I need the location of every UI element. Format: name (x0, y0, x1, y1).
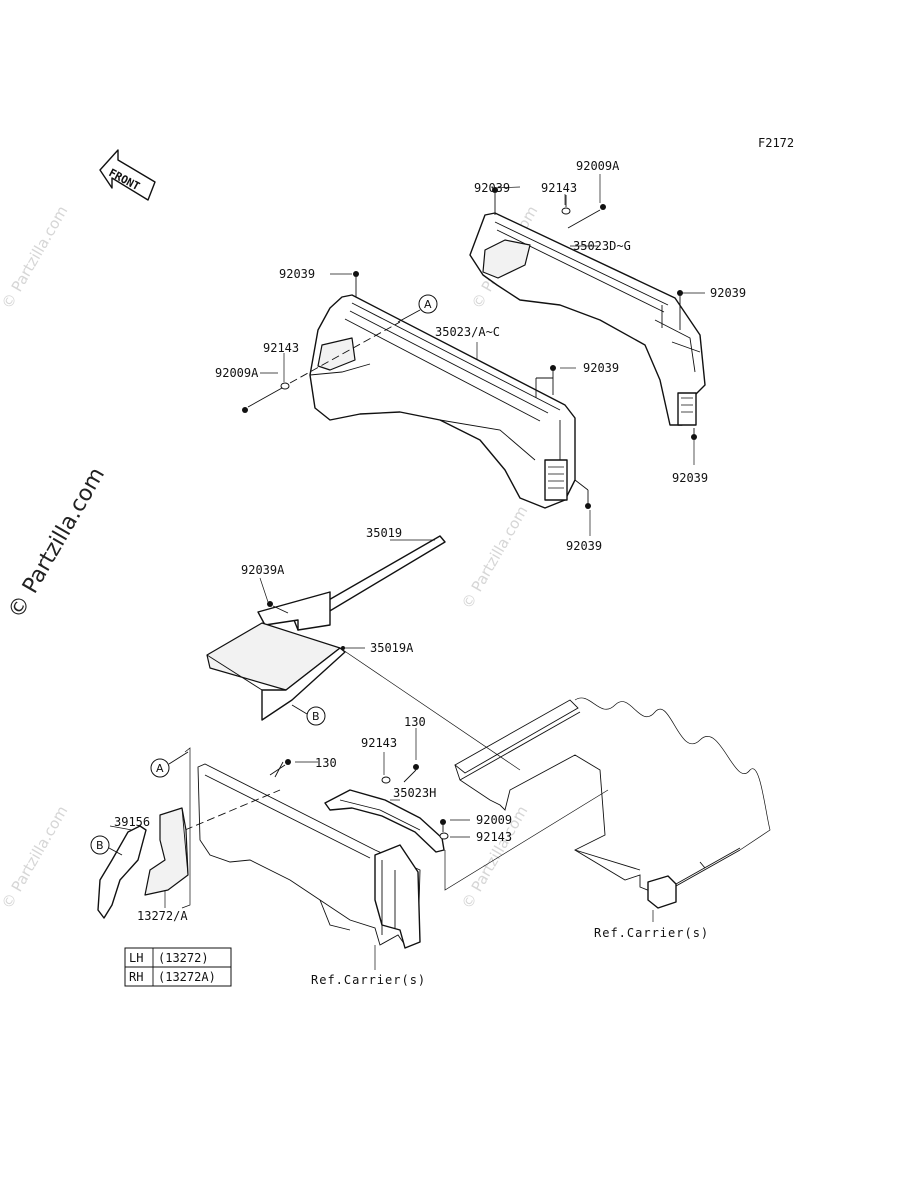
label-ref-carrier-right: Ref.Carrier(s) (594, 926, 709, 940)
watermarks-faint: © Partzilla.com © Partzilla.com © Partzi… (0, 203, 541, 912)
label-92039-rt1: 92039 (710, 286, 746, 300)
carrier-frame-right (454, 697, 771, 922)
callout-a-1: A (397, 294, 438, 323)
label-leaders (109, 174, 705, 970)
connection-line-rear (444, 789, 609, 891)
label-92143-top: 92143 (541, 181, 577, 195)
label-35023DG: 35023D~G (573, 239, 631, 253)
side-table: LH (13272) RH (13272A) (124, 947, 232, 987)
label-35019: 35019 (366, 526, 402, 540)
table-row-lh-part: (13272) (158, 951, 209, 965)
callout-b-2: B (90, 835, 123, 856)
flap-assembly (206, 535, 446, 721)
label-130-a: 130 (404, 715, 426, 729)
label-35023AC: 35023/A~C (435, 325, 500, 339)
label-92009A-top: 92009A (576, 159, 620, 173)
label-92039A: 92039A (241, 563, 285, 577)
callout-a-2-label: A (156, 762, 164, 775)
label-130-b: 130 (315, 756, 337, 770)
label-35019A: 35019A (370, 641, 414, 655)
mud-guard (97, 807, 189, 919)
label-92039-mid: 92039 (583, 361, 619, 375)
callout-a-1-label: A (424, 298, 432, 311)
callout-b-2-label: B (96, 839, 104, 852)
watermark-main: © Partzilla.com (4, 463, 111, 623)
label-92039-left: 92039 (279, 267, 315, 281)
table-row-rh-part: (13272A) (158, 970, 216, 984)
table-row-lh-side: LH (129, 951, 143, 965)
callout-a-2: A (150, 751, 189, 778)
label-ref-carrier-left: Ref.Carrier(s) (311, 973, 426, 987)
label-92143-c: 92143 (361, 736, 397, 750)
label-92009A-left: 92009A (215, 366, 259, 380)
label-39156: 39156 (114, 815, 150, 829)
fender-right (469, 212, 706, 426)
label-13272A: 13272/A (137, 909, 188, 923)
leader-35019A-to-carrier (342, 649, 521, 771)
watermark-faint-4: © Partzilla.com (0, 803, 71, 912)
table-row-rh-side: RH (129, 970, 143, 984)
rear-panel-35023H (324, 764, 449, 853)
watermark-faint-3: © Partzilla.com (458, 503, 531, 612)
label-92143-left: 92143 (263, 341, 299, 355)
label-92143-d: 92143 (476, 830, 512, 844)
callout-b-1-label: B (312, 710, 320, 723)
label-92009: 92009 (476, 813, 512, 827)
label-92039-top: 92039 (474, 181, 510, 195)
inner-fender-left (184, 759, 421, 949)
front-arrow-icon: FRONT (99, 149, 156, 201)
fasteners-left (242, 271, 591, 509)
label-92039-rt2: 92039 (672, 471, 708, 485)
connection-line-bracket (181, 747, 191, 909)
watermark-faint-1: © Partzilla.com (0, 203, 71, 312)
callout-b-1: B (291, 704, 326, 726)
label-35023H: 35023H (393, 786, 436, 800)
figure-code: F2172 (758, 136, 794, 150)
label-92039-low: 92039 (566, 539, 602, 553)
fasteners-top (492, 187, 697, 440)
